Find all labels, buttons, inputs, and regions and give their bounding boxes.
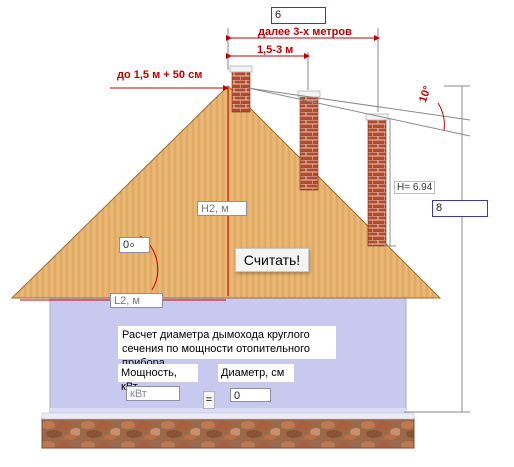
chimney-middle <box>299 94 319 191</box>
roof-angle-field[interactable]: 0о <box>119 237 150 253</box>
calculator-title: Расчет диаметра дымохода круглого сечени… <box>118 326 336 369</box>
further-label: далее 3-х метров <box>258 26 352 38</box>
ten-degree-arc <box>437 102 445 131</box>
range-label: 1,5-3 м <box>257 44 294 56</box>
top-distance-field[interactable]: 6 <box>271 7 326 24</box>
equals-button[interactable]: = <box>203 391 215 409</box>
total-height-field[interactable]: 8 <box>432 200 488 217</box>
power-label: Мощность, кВт <box>118 364 198 393</box>
chimney-far <box>367 117 387 247</box>
h2-field[interactable]: H2, м <box>197 201 247 216</box>
foundation <box>41 417 415 449</box>
chimney-near <box>231 69 251 113</box>
chimney-near-cap <box>229 65 253 73</box>
calculate-button[interactable]: Считать! <box>235 248 309 272</box>
degree-mark: о <box>130 242 135 249</box>
roof-angle-value: 0 <box>123 239 130 251</box>
height-readout: H= 6.94 <box>394 181 436 194</box>
near-label: до 1,5 м + 50 см <box>117 69 203 81</box>
foundation-cap <box>41 412 415 420</box>
slope-line-upper <box>247 87 471 121</box>
diameter-label: Диаметр, см <box>218 364 294 382</box>
l2-field[interactable]: L2, м <box>110 293 163 308</box>
wall-base-strip <box>50 408 406 413</box>
slope-line-lower <box>247 87 471 137</box>
chimney-far-cap <box>365 113 389 121</box>
diameter-output: 0 <box>230 388 271 402</box>
power-input[interactable]: кВт <box>126 386 180 401</box>
